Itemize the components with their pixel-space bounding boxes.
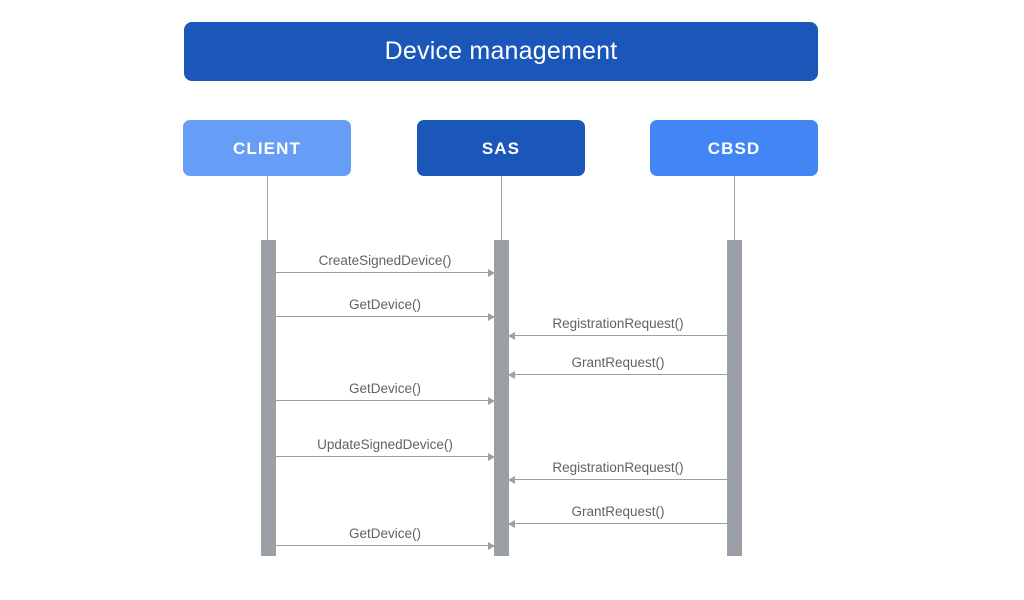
message-label: GetDevice() xyxy=(348,525,421,541)
arrowhead-right-icon xyxy=(488,396,495,405)
arrowhead-right-icon xyxy=(488,312,495,321)
message-line xyxy=(276,456,494,457)
lifeline-cbsd xyxy=(734,176,735,240)
message-label: GrantRequest() xyxy=(571,503,665,519)
message-arrow[interactable]: CreateSignedDevice() xyxy=(276,243,495,277)
participant-cbsd[interactable]: CBSD xyxy=(650,120,818,176)
participant-sas[interactable]: SAS xyxy=(417,120,585,176)
arrowhead-left-icon xyxy=(508,370,515,379)
message-arrow[interactable]: GetDevice() xyxy=(276,287,495,321)
diagram-title-banner: Device management xyxy=(184,22,818,81)
arrowhead-left-icon xyxy=(508,519,515,528)
arrowhead-left-icon xyxy=(508,475,515,484)
page-title: Device management xyxy=(384,37,618,65)
message-line xyxy=(509,335,727,336)
message-line xyxy=(276,400,494,401)
activation-bar-sas xyxy=(494,240,509,556)
message-arrow[interactable]: GetDevice() xyxy=(276,516,495,550)
participant-label-client: CLIENT xyxy=(233,138,301,158)
message-line xyxy=(276,272,494,273)
message-line xyxy=(509,523,727,524)
message-arrow[interactable]: GrantRequest() xyxy=(508,345,727,379)
lifeline-sas xyxy=(501,176,502,240)
message-line xyxy=(276,545,494,546)
message-arrow[interactable]: UpdateSignedDevice() xyxy=(276,427,495,461)
participant-client[interactable]: CLIENT xyxy=(183,120,351,176)
arrowhead-right-icon xyxy=(488,268,495,277)
message-label: CreateSignedDevice() xyxy=(318,252,452,268)
activation-bar-cbsd xyxy=(727,240,742,556)
activation-bar-client xyxy=(261,240,276,556)
arrowhead-right-icon xyxy=(488,541,495,550)
message-line xyxy=(276,316,494,317)
message-label: GetDevice() xyxy=(348,296,421,312)
participant-label-sas: SAS xyxy=(481,138,521,158)
message-label: RegistrationRequest() xyxy=(552,459,684,475)
arrowhead-right-icon xyxy=(488,452,495,461)
message-arrow[interactable]: RegistrationRequest() xyxy=(508,306,727,340)
message-line xyxy=(509,374,727,375)
message-label: GetDevice() xyxy=(348,380,421,396)
message-line xyxy=(509,479,727,480)
message-arrow[interactable]: GetDevice() xyxy=(276,371,495,405)
message-arrow[interactable]: RegistrationRequest() xyxy=(508,450,727,484)
message-label: GrantRequest() xyxy=(571,354,665,370)
arrowhead-left-icon xyxy=(508,331,515,340)
message-label: RegistrationRequest() xyxy=(552,315,684,331)
lifeline-client xyxy=(267,176,268,240)
participant-label-cbsd: CBSD xyxy=(707,138,761,158)
message-arrow[interactable]: GrantRequest() xyxy=(508,494,727,528)
message-label: UpdateSignedDevice() xyxy=(317,436,453,452)
